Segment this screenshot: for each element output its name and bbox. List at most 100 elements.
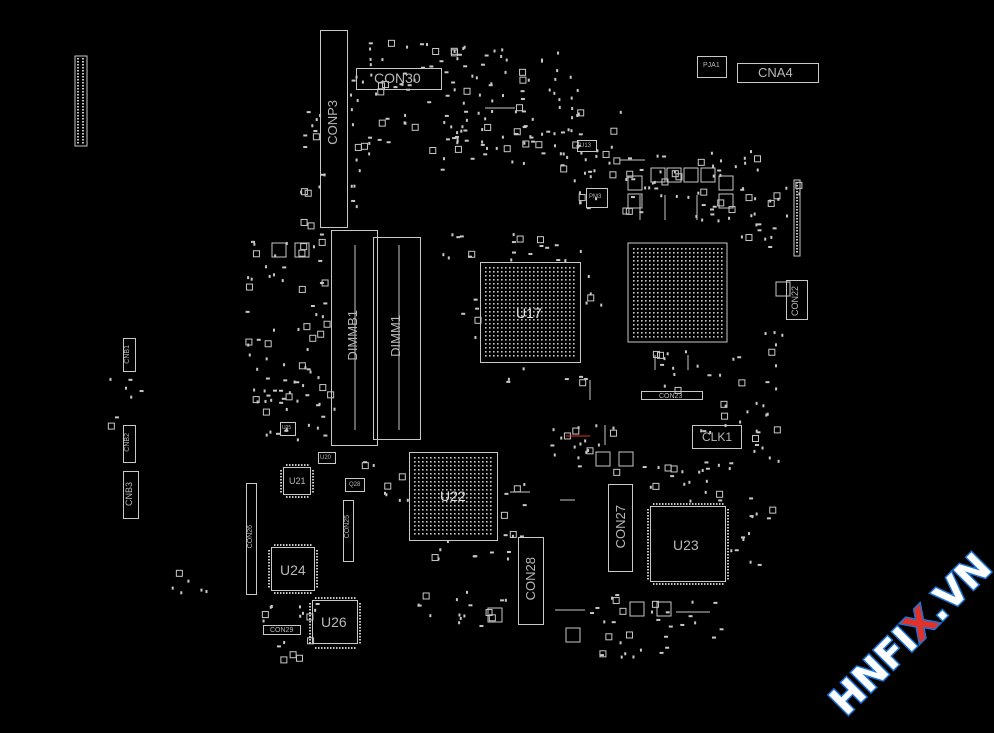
u22-bga-ball <box>446 517 448 519</box>
u17-bga-ball <box>565 279 567 281</box>
north-bga-ball <box>713 312 715 314</box>
passive-outline <box>536 236 544 244</box>
con21-pin <box>796 200 798 202</box>
u22-bga-ball <box>438 493 440 495</box>
north-bga-ball <box>685 268 687 270</box>
u22-bga-ball <box>430 517 432 519</box>
passive-outline <box>318 238 326 246</box>
u23-pad <box>659 503 661 505</box>
cna3-pin <box>82 85 84 87</box>
u26-pad <box>324 647 326 649</box>
u24-pad <box>316 556 318 558</box>
con21-pin <box>796 203 798 205</box>
passive-pad <box>680 623 685 626</box>
u21-pad <box>312 476 314 478</box>
passive-outline <box>245 283 253 291</box>
north-bga-ball <box>713 296 715 298</box>
passive-pad <box>372 463 375 467</box>
u17-bga-ball <box>513 307 515 309</box>
north-bga-ball <box>693 320 695 322</box>
u17-bga-ball <box>521 283 523 285</box>
u26-pad <box>359 642 361 644</box>
u22-bga-ball <box>454 497 456 499</box>
u22-bga-ball <box>450 497 452 499</box>
passive-pad <box>250 240 255 243</box>
u22-bga-ball <box>466 493 468 495</box>
u22-bga-ball <box>434 485 436 487</box>
north-bga-ball <box>717 288 719 290</box>
north-bga-ball <box>713 284 715 286</box>
passive-pad <box>490 82 493 86</box>
u17-bga-ball <box>573 339 575 341</box>
u22-bga-ball <box>482 525 484 527</box>
u26-pad <box>351 647 353 649</box>
u22-bga-ball <box>490 493 492 495</box>
north-bga-ball <box>677 316 679 318</box>
u17-bga-ball <box>533 275 535 277</box>
u17-bga-ball <box>545 335 547 337</box>
north-bga-ball <box>649 248 651 250</box>
u22-bga-ball <box>470 489 472 491</box>
u17-bga-ball <box>517 271 519 273</box>
u17-bga-ball <box>513 347 515 349</box>
u17-bga-ball <box>513 355 515 357</box>
north-bga-ball <box>717 260 719 262</box>
u23-pad <box>689 503 691 505</box>
passive-pad <box>748 532 751 536</box>
u17-bga-ball <box>565 303 567 305</box>
north-bga-ball <box>653 252 655 254</box>
north-bga-ball <box>709 252 711 254</box>
north-bga-ball <box>721 296 723 298</box>
u22-bga-ball <box>462 465 464 467</box>
u22-bga-ball <box>414 509 416 511</box>
u17-bga-ball <box>505 303 507 305</box>
u23-pad <box>727 554 729 556</box>
u17-bga-ball <box>561 311 563 313</box>
u22-bga-ball <box>482 461 484 463</box>
u22-bga-ball <box>454 529 456 531</box>
u22-bga-ball <box>434 489 436 491</box>
u17-bga-ball <box>545 343 547 345</box>
u17-bga-ball <box>569 295 571 297</box>
u17-bga-ball <box>505 267 507 269</box>
u17-bga-ball <box>553 291 555 293</box>
u17-bga-ball <box>485 351 487 353</box>
passive-pad <box>528 252 533 255</box>
passive-pad <box>274 254 277 258</box>
u17-bga-ball <box>497 299 499 301</box>
passive-pad <box>556 69 559 73</box>
con28-outline <box>518 537 544 625</box>
u22-bga-ball <box>466 529 468 531</box>
north-bga-ball <box>693 316 695 318</box>
u17-bga-ball <box>489 287 491 289</box>
u22-bga-ball <box>478 513 480 515</box>
u17-bga-ball <box>493 335 495 337</box>
u17-bga-ball <box>517 327 519 329</box>
passive-pad <box>755 429 758 433</box>
cna3-pin <box>82 58 84 60</box>
u22-bga-ball <box>450 485 452 487</box>
passive-outline <box>307 637 315 645</box>
north-bga-ball <box>637 324 639 326</box>
north-bga-ball <box>657 332 659 334</box>
passive-outline <box>700 188 708 196</box>
north-bga-ball <box>653 316 655 318</box>
north-bga-ball <box>661 280 663 282</box>
u21-pad <box>286 496 288 498</box>
u23-pad <box>662 503 664 505</box>
u17-bga-ball <box>501 291 503 293</box>
passive-pad <box>458 621 461 625</box>
u22-bga-ball <box>482 513 484 515</box>
passive-pad <box>579 249 582 253</box>
u21-pad <box>312 485 314 487</box>
north-bga-ball <box>705 280 707 282</box>
u23-pad <box>727 533 729 535</box>
north-bga-ball <box>689 264 691 266</box>
north-bga-ball <box>665 252 667 254</box>
u17-bga-ball <box>485 355 487 357</box>
passive-pad <box>456 136 459 140</box>
u22-bga-ball <box>474 473 476 475</box>
passive-pad <box>666 352 669 356</box>
north-bga-ball <box>633 252 635 254</box>
u17-bga-ball <box>501 355 503 357</box>
